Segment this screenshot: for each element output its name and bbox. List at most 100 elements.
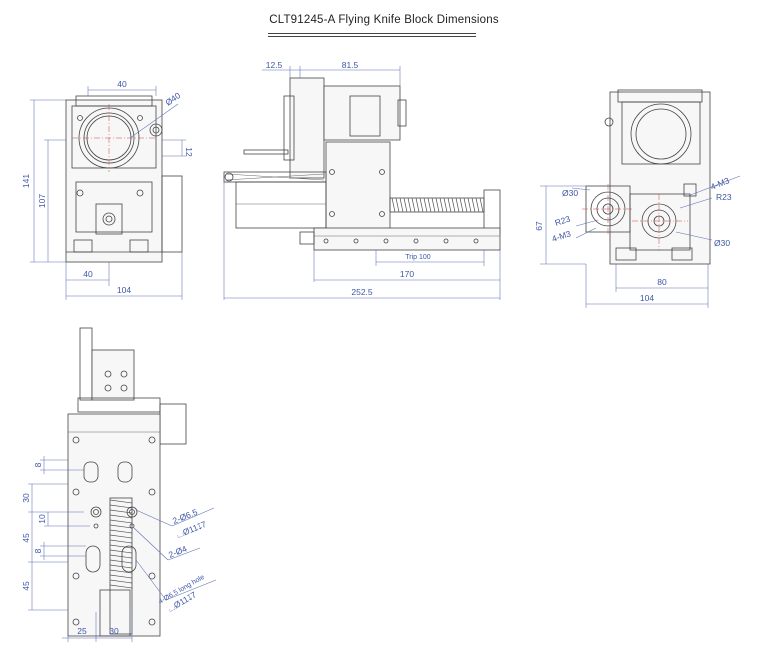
- side-view-end-bearing: [483, 189, 501, 235]
- thread-line: [439, 197, 444, 213]
- front-view-knob-inner: [152, 126, 160, 134]
- thread-line: [479, 197, 484, 213]
- front-dim-dia40: Ø40: [163, 90, 182, 108]
- bottom-view-hole: [90, 506, 102, 518]
- thread-line: [109, 499, 133, 504]
- bottom-view-screws: [72, 436, 156, 626]
- thread-line: [109, 534, 133, 539]
- side-view-lower-block: [235, 181, 327, 229]
- side-view-motor-cap: [397, 99, 407, 127]
- bottom-view-pin-hole: [129, 523, 135, 529]
- side-view-rack-end: [224, 172, 234, 182]
- rear-dim-4m3-right: 4-M3: [709, 175, 731, 192]
- thread-line: [475, 197, 480, 213]
- front-view-screw: [76, 189, 84, 197]
- thread-line: [407, 197, 412, 213]
- side-view-screw-thread: [391, 197, 484, 213]
- front-view-screw: [137, 115, 143, 121]
- rear-dim-80: 80: [657, 277, 667, 287]
- thread-line: [447, 197, 452, 213]
- thread-line: [109, 519, 133, 524]
- bottom-view-slot: [85, 545, 101, 573]
- front-dim-104: 104: [117, 285, 131, 295]
- thread-line: [109, 524, 133, 529]
- front-dim-40-top: 40: [117, 79, 127, 89]
- thread-line: [471, 197, 476, 213]
- rear-view-bore: [635, 108, 687, 160]
- side-view-rail-holes: [323, 238, 479, 244]
- side-view-handle: [283, 95, 295, 161]
- thread-line: [109, 514, 133, 519]
- thread-line: [109, 529, 133, 534]
- thread-line: [391, 197, 396, 213]
- side-view-motor-core: [349, 95, 381, 137]
- bottom-view-body: [67, 413, 161, 637]
- thread-line: [109, 509, 133, 514]
- thread-line: [109, 544, 133, 549]
- thread-line: [395, 197, 400, 213]
- thread-line: [109, 504, 133, 509]
- side-view-rail-foot: [299, 231, 315, 245]
- rear-view-right-plate: [629, 193, 691, 251]
- bottom-view-side-block: [159, 403, 187, 445]
- bottom-view-slot: [117, 461, 133, 483]
- front-view-head: [71, 105, 157, 169]
- side-view-upright: [289, 77, 325, 179]
- bottom-view-slot: [121, 545, 137, 573]
- screw-head: [72, 618, 80, 626]
- screw-head: [72, 436, 80, 444]
- bottom-view-pin-hole: [93, 523, 99, 529]
- bottom-dim-10: 10: [37, 514, 47, 524]
- side-view-motor: [323, 85, 401, 141]
- thread-line: [109, 579, 133, 584]
- side-dim-252-5: 252.5: [351, 287, 373, 297]
- bottom-view-upper-block: [91, 349, 135, 401]
- bottom-dim-45-upper: 45: [21, 533, 31, 543]
- front-view-knob: [149, 123, 163, 137]
- screw-head: [148, 618, 156, 626]
- side-dim-trip: Trip 100: [405, 254, 431, 261]
- bottom-view: 8 30 10 45 8 45 25 30 2-Ø6.5 ⌴Ø11↧7 2-Ø4: [21, 327, 217, 642]
- rear-view-bore-outer: [630, 103, 692, 165]
- screw-head: [72, 572, 80, 580]
- side-dim-81-5: 81.5: [342, 60, 359, 70]
- thread-line: [463, 197, 468, 213]
- thread-line: [467, 197, 472, 213]
- thread-line: [435, 197, 440, 213]
- thread-line: [427, 197, 432, 213]
- side-view-carriage: [325, 141, 391, 231]
- bottom-view-screw-thread: [109, 499, 133, 589]
- bottom-dim-45-lower: 45: [21, 581, 31, 591]
- rail-hole: [413, 238, 419, 244]
- thread-line: [109, 549, 133, 554]
- front-dim-141: 141: [21, 174, 31, 188]
- front-view-screw: [77, 115, 83, 121]
- thread-line: [109, 574, 133, 579]
- thread-line: [455, 197, 460, 213]
- thread-line: [423, 197, 428, 213]
- rear-view-foot-left: [615, 247, 637, 261]
- front-view-shaft: [102, 212, 116, 226]
- bottom-view-end-bearing: [99, 589, 131, 637]
- side-view: 12.5 81.5 Trip 100 170 252.5: [223, 60, 501, 300]
- thread-line: [443, 197, 448, 213]
- front-view-slot: [95, 203, 123, 235]
- bottom-dim-8-top: 8: [33, 462, 43, 467]
- rear-view: Ø30 R23 4-M3 67 4-M3 R23 Ø30 80 104: [534, 89, 741, 308]
- thread-line: [109, 554, 133, 559]
- side-dim-12-5: 12.5: [266, 60, 283, 70]
- front-view-body: [65, 99, 163, 263]
- rail-hole: [383, 238, 389, 244]
- screw-head: [72, 488, 80, 496]
- thread-line: [403, 197, 408, 213]
- thread-line: [431, 197, 436, 213]
- rail-hole: [353, 238, 359, 244]
- front-view-screw: [136, 189, 144, 197]
- rear-dim-dia30-right: Ø30: [714, 238, 730, 248]
- rail-hole: [443, 238, 449, 244]
- rear-dim-67: 67: [534, 221, 544, 231]
- thread-line: [109, 539, 133, 544]
- bottom-view-hole: [126, 506, 138, 518]
- bottom-dim-8-lower: 8: [33, 548, 43, 553]
- rear-dim-dia30-left: Ø30: [562, 188, 578, 198]
